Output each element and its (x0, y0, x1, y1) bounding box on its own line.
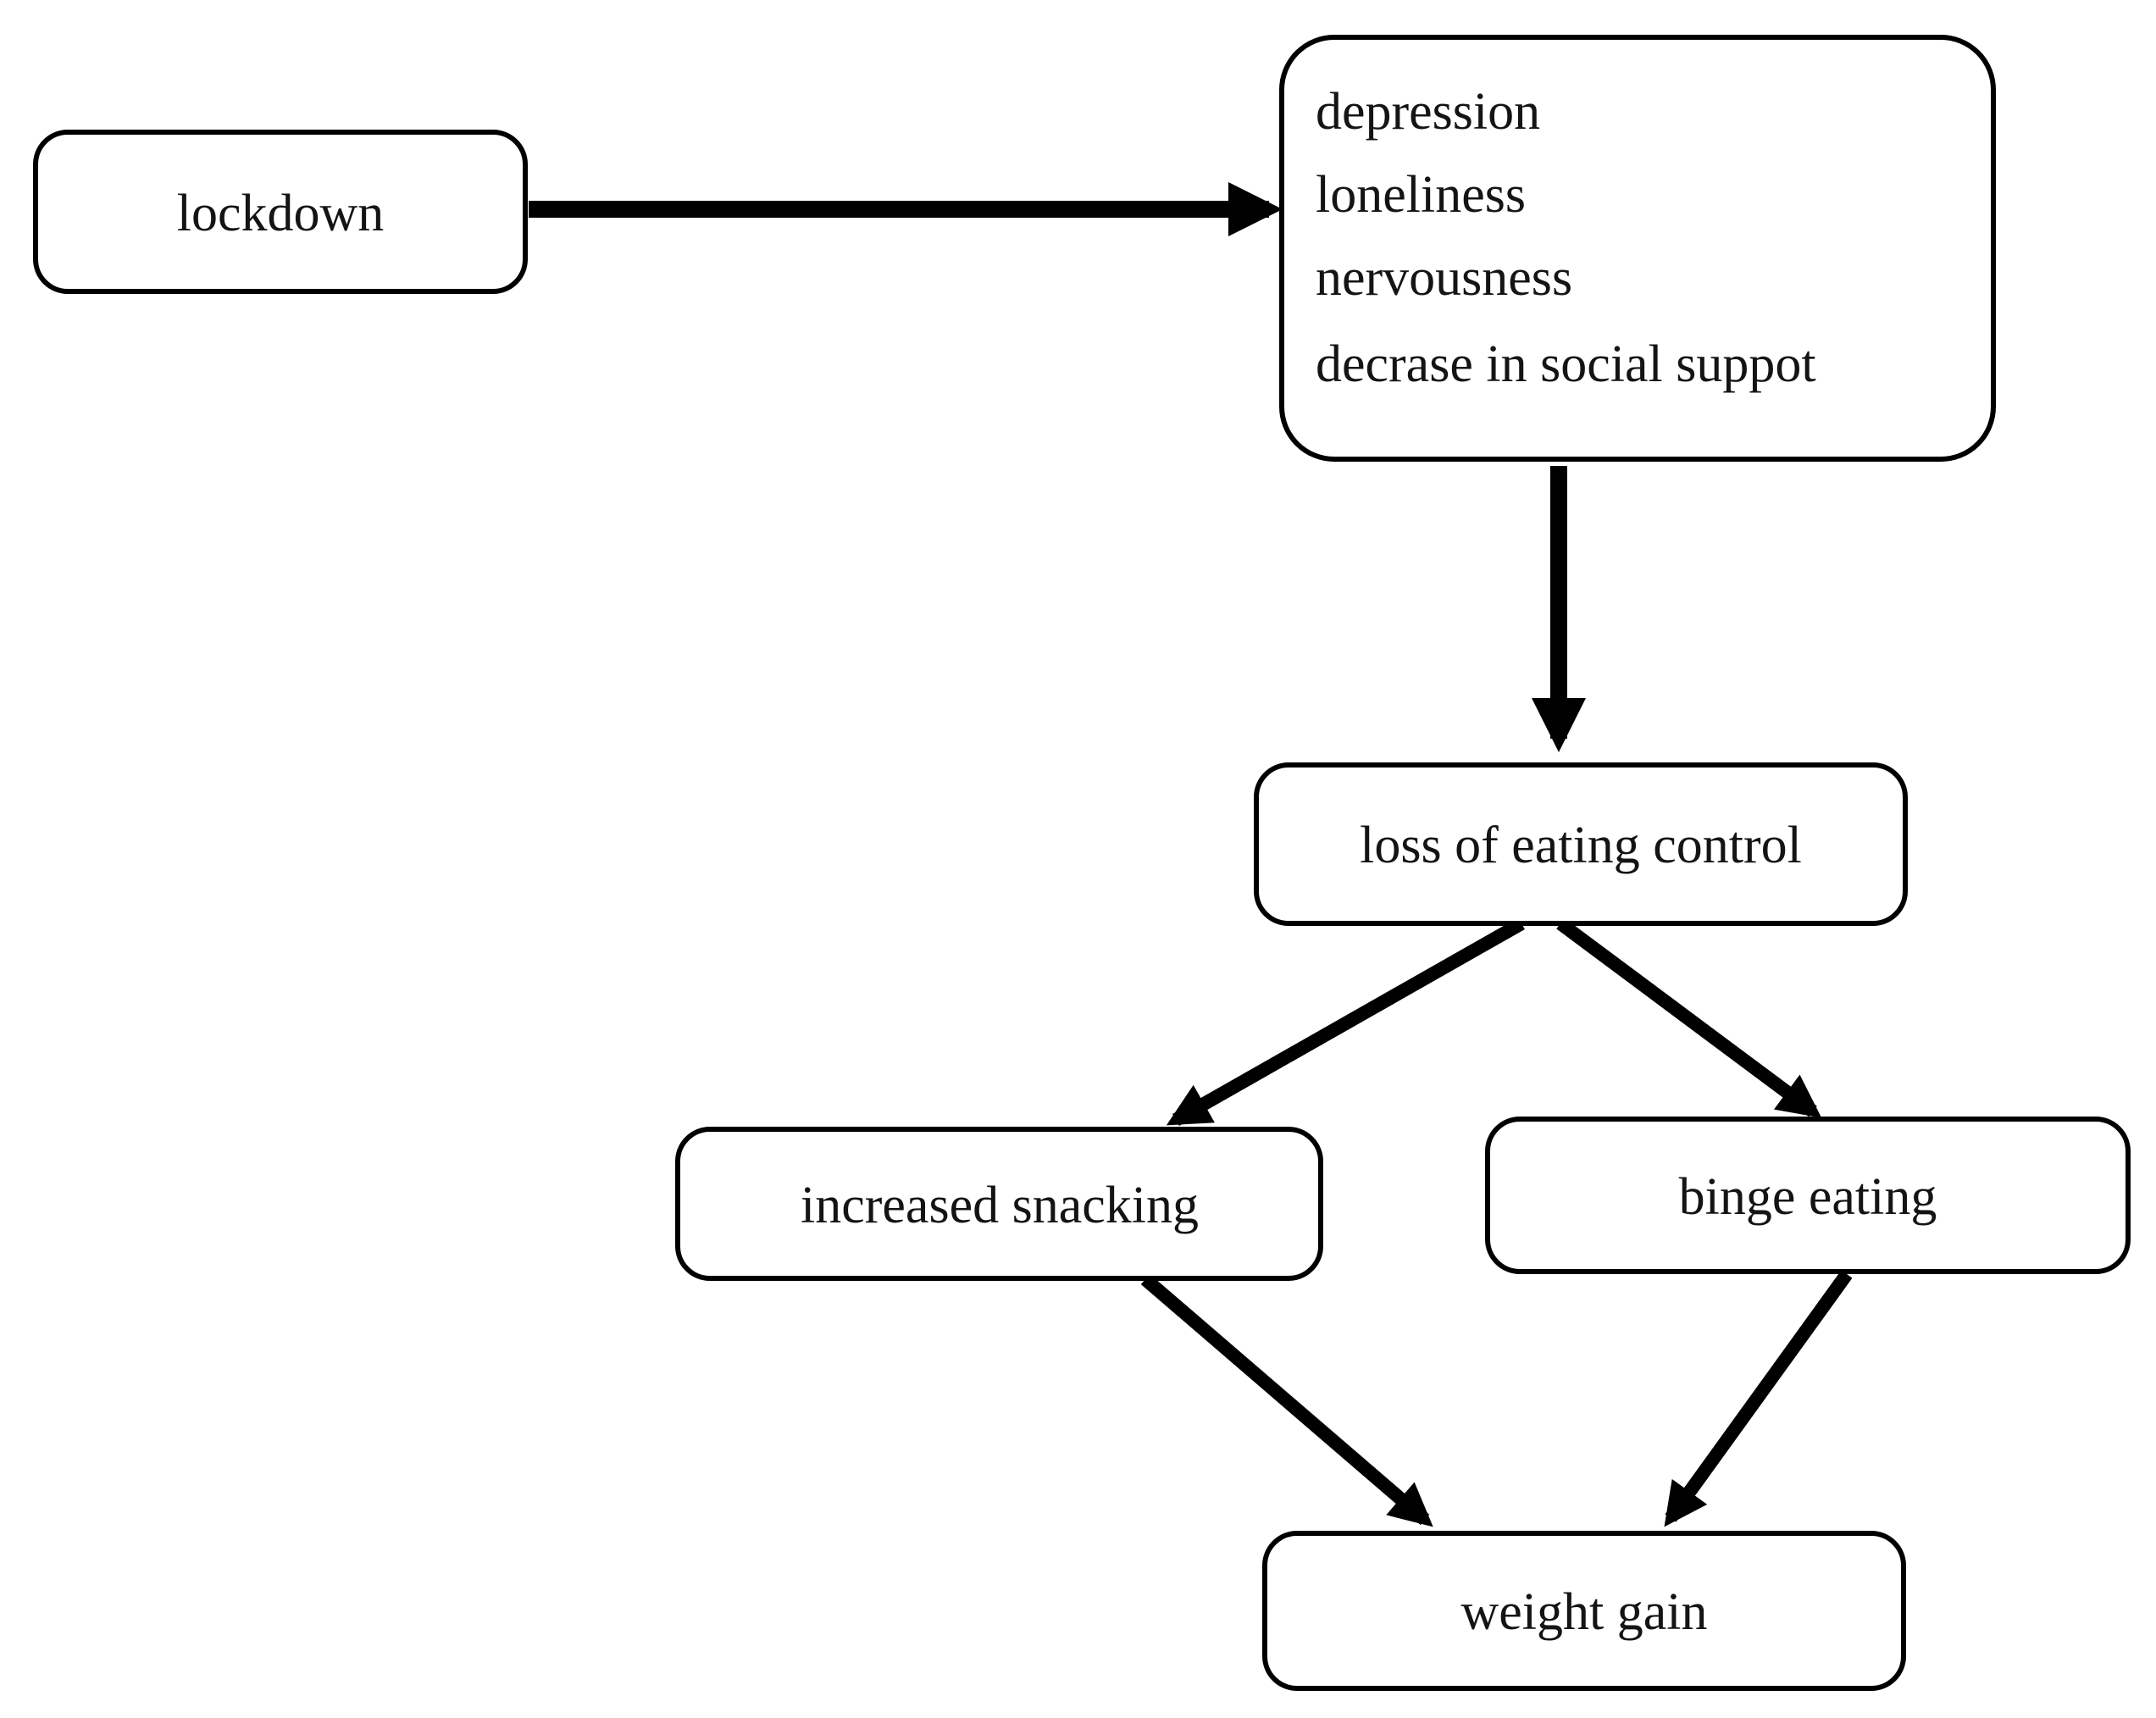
node-weight-gain: weight gain (1262, 1531, 1906, 1691)
node-psych-effects: depression loneliness nervousness decras… (1279, 35, 1996, 462)
node-psych-effects-line-1: depression (1316, 83, 1540, 141)
node-lockdown-box (33, 130, 528, 294)
node-weight-gain-box (1262, 1531, 1906, 1691)
node-weight-gain-label: weight gain (1461, 1583, 1708, 1641)
node-psych-effects-line-4: decrase in social suppot (1316, 335, 1816, 393)
node-loss-of-eating-control-box (1254, 762, 1908, 926)
node-lockdown: lockdown (33, 130, 528, 294)
node-increased-snacking-box (675, 1127, 1323, 1281)
node-binge-eating: binge eating (1485, 1117, 2131, 1274)
node-increased-snacking: increased snacking (675, 1127, 1323, 1281)
node-psych-effects-line-3: nervousness (1316, 249, 1572, 307)
node-psych-effects-box (1279, 35, 1996, 462)
node-loss-of-eating-control: loss of eating control (1254, 762, 1908, 926)
node-lockdown-label: lockdown (177, 185, 385, 242)
node-psych-effects-line-2: loneliness (1316, 166, 1526, 224)
edge-binge-eating-to-weight-gain (1664, 1270, 1853, 1527)
node-binge-eating-box (1485, 1117, 2131, 1274)
node-increased-snacking-label: increased snacking (801, 1177, 1199, 1234)
edge-increased-snacking-to-weight-gain (1140, 1273, 1433, 1527)
node-binge-eating-label: binge eating (1679, 1168, 1937, 1226)
edge-loss-of-eating-control-to-increased-snacking (1166, 917, 1525, 1126)
edge-loss-of-eating-control-to-binge-eating (1556, 917, 1822, 1118)
node-loss-of-eating-control-label: loss of eating control (1360, 817, 1802, 874)
